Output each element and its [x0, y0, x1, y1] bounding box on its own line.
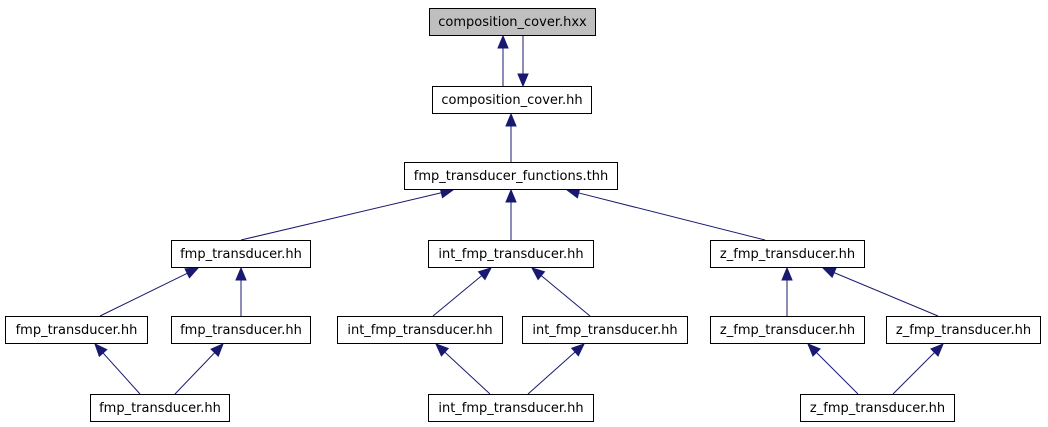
edge-int-l3b-to-int-l2-line [540, 275, 591, 317]
edge-z-l3b-to-z-l2-arrowhead [821, 267, 837, 279]
edge-z-l4-to-z-l3a [807, 343, 859, 395]
edge-fmp-l3b-to-fmp-l2 [235, 266, 247, 316]
edge-z-l3a-to-z-l2-arrowhead [781, 266, 793, 281]
edge-fmp-l3a-to-fmp-l2 [99, 267, 200, 317]
edge-fmp-l2-to-functions [240, 187, 455, 241]
edge-cc-hh-to-root [497, 34, 509, 86]
node-composition-cover-hxx[interactable]: composition_cover.hxx [429, 8, 596, 36]
edge-fmp-l4-to-fmp-l3a [94, 343, 141, 395]
node-fmp-transducer-hh-level3-b[interactable]: fmp_transducer.hh [171, 316, 311, 344]
edge-int-l4-to-int-l3b-line [527, 351, 576, 395]
edge-int-l3b-to-int-l2 [530, 267, 591, 317]
node-int-fmp-transducer-hh-level3-a[interactable]: int_fmp_transducer.hh [337, 316, 503, 344]
edge-z-l4-to-z-l3a-arrowhead [807, 343, 821, 357]
edge-int-l4-to-int-l3a-line [444, 351, 491, 395]
edge-z-l3b-to-z-l2 [821, 267, 939, 317]
node-int-fmp-transducer-hh-level2[interactable]: int_fmp_transducer.hh [428, 240, 594, 268]
edge-functions-to-cc-hh-arrowhead [505, 112, 517, 127]
node-fmp-transducer-hh-level4[interactable]: fmp_transducer.hh [90, 394, 230, 422]
edge-int-l4-to-int-l3a-arrowhead [435, 343, 450, 357]
edge-int-l3a-to-int-l2 [432, 267, 493, 317]
edge-root-to-cc-hh-arrowhead [517, 73, 529, 88]
edge-z-l4-to-z-l3a-line [816, 352, 859, 395]
node-int-fmp-transducer-hh-level4[interactable]: int_fmp_transducer.hh [428, 394, 594, 422]
edge-fmp-l4-to-fmp-l3b-arrowhead [210, 343, 224, 357]
edge-fmp-l3b-to-fmp-l2-arrowhead [235, 266, 247, 281]
edge-int-l2-to-functions-arrowhead [505, 188, 517, 203]
edge-fmp-l4-to-fmp-l3a-line [102, 352, 141, 395]
node-fmp-transducer-functions-thh[interactable]: fmp_transducer_functions.thh [404, 162, 618, 190]
node-composition-cover-hh[interactable]: composition_cover.hh [432, 86, 592, 114]
edge-fmp-l3a-to-fmp-l2-line [99, 272, 188, 317]
edge-fmp-l4-to-fmp-l3a-arrowhead [94, 343, 108, 358]
edge-fmp-l4-to-fmp-l3b [174, 343, 224, 395]
node-fmp-transducer-hh-level2[interactable]: fmp_transducer.hh [171, 240, 311, 268]
edge-int-l3a-to-int-l2-arrowhead [477, 267, 493, 281]
edge-z-l3a-to-z-l2 [781, 266, 793, 316]
node-z-fmp-transducer-hh-level4[interactable]: z_fmp_transducer.hh [800, 394, 955, 422]
node-z-fmp-transducer-hh-level3-a[interactable]: z_fmp_transducer.hh [710, 316, 865, 344]
edge-int-l3b-to-int-l2-arrowhead [530, 267, 546, 281]
edge-z-l4-to-z-l3b [892, 343, 944, 395]
edge-functions-to-cc-hh [505, 112, 517, 162]
edge-int-l3a-to-int-l2-line [432, 275, 483, 317]
edge-z-l3b-to-z-l2-line [833, 272, 939, 317]
edge-fmp-l4-to-fmp-l3b-line [174, 352, 216, 395]
node-fmp-transducer-hh-level3-a[interactable]: fmp_transducer.hh [5, 316, 148, 344]
edge-int-l4-to-int-l3a [435, 343, 491, 395]
edge-z-l4-to-z-l3b-arrowhead [930, 343, 944, 357]
edge-z-l2-to-functions [565, 187, 766, 241]
edge-root-to-cc-hh [517, 36, 529, 88]
edge-fmp-l3a-to-fmp-l2-arrowhead [184, 267, 200, 279]
node-int-fmp-transducer-hh-level3-b[interactable]: int_fmp_transducer.hh [522, 316, 688, 344]
edge-z-l4-to-z-l3b-line [892, 352, 935, 395]
node-z-fmp-transducer-hh-level3-b[interactable]: z_fmp_transducer.hh [886, 316, 1041, 344]
edge-int-l2-to-functions [505, 188, 517, 240]
edge-fmp-l2-to-functions-line [240, 192, 442, 241]
edge-z-l2-to-functions-line [578, 192, 766, 241]
edge-int-l4-to-int-l3b-arrowhead [570, 343, 585, 357]
node-z-fmp-transducer-hh-level2[interactable]: z_fmp_transducer.hh [710, 240, 865, 268]
edge-cc-hh-to-root-arrowhead [497, 34, 509, 49]
edge-int-l4-to-int-l3b [527, 343, 585, 395]
